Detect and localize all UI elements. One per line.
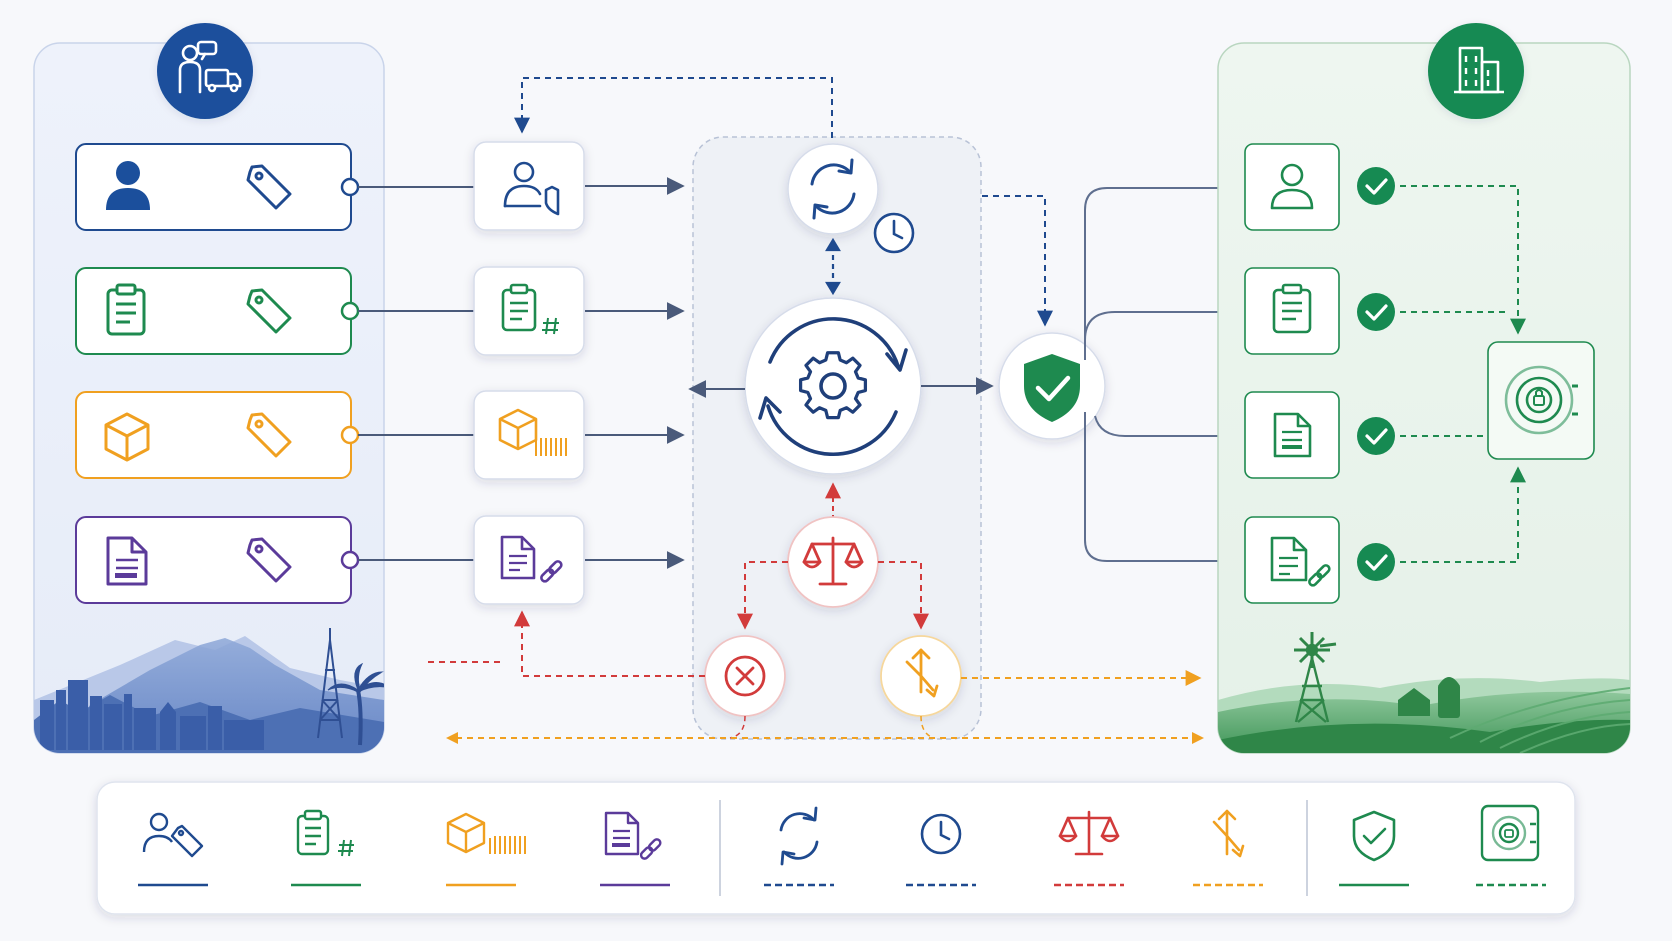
transform-node-clipboard-hash[interactable] [473, 266, 585, 356]
transform-node-document-link[interactable] [473, 515, 585, 605]
legend-item-vault [1476, 804, 1546, 887]
scales-icon [1058, 810, 1120, 856]
target-row-document-link[interactable] [1244, 516, 1340, 604]
hub-to-validation-dashed [982, 195, 1053, 327]
user-tag-icon [142, 812, 204, 858]
source-row-box[interactable] [75, 391, 360, 479]
document-icon [106, 536, 148, 586]
rules-reject-branch [737, 561, 788, 630]
feedback-loop-line [514, 77, 833, 138]
legend-item-box-barcode [446, 812, 526, 887]
source-connectors [358, 186, 474, 561]
clipboard-hash-icon [501, 283, 559, 335]
source-row-clipboard[interactable] [75, 267, 360, 355]
document-link-icon [604, 811, 662, 860]
sync-engine-link [825, 237, 841, 296]
reject-drop-line [729, 715, 746, 739]
clipboard-hash-icon [296, 809, 354, 857]
person-icon [106, 161, 150, 210]
source-row-person[interactable] [75, 143, 360, 231]
box-icon [104, 412, 150, 462]
reject-node[interactable] [704, 635, 786, 717]
target-row-person[interactable] [1244, 143, 1340, 231]
validation-fanout [1084, 179, 1242, 570]
clipboard-icon [106, 283, 146, 336]
person-icon [1270, 163, 1314, 210]
sync-icon [779, 806, 819, 866]
vault-icon [1480, 804, 1540, 862]
legend-item-document-link [600, 811, 670, 887]
source-row-document[interactable] [75, 516, 360, 604]
document-icon [1273, 412, 1312, 458]
sync-node[interactable] [787, 143, 879, 235]
connector-port[interactable] [340, 425, 360, 445]
connector-port[interactable] [340, 301, 360, 321]
split-node[interactable] [880, 635, 962, 717]
check-circle-icon [1357, 543, 1395, 581]
bidirectional-orange-line [446, 715, 1204, 744]
target-scene-illustration [1218, 632, 1630, 753]
legend-item-scales [1054, 810, 1124, 887]
scales-icon [802, 536, 864, 586]
user-shield-icon [503, 161, 560, 216]
processing-hub [514, 77, 994, 740]
target-row-clipboard[interactable] [1244, 267, 1340, 355]
transform-nodes [473, 141, 585, 605]
legend-item-clipboard-hash [291, 809, 361, 887]
x-circle-icon [724, 655, 766, 697]
split-arrow-icon [905, 648, 939, 698]
validation-node[interactable] [998, 332, 1106, 440]
target-row-document[interactable] [1244, 391, 1340, 479]
vault-routes [1400, 185, 1526, 563]
legend-item-sync [764, 806, 834, 887]
shield-check-icon [1024, 354, 1080, 422]
connector-port[interactable] [340, 550, 360, 570]
vault-node[interactable] [1487, 341, 1595, 460]
legend-item-shield-check [1339, 810, 1409, 887]
source-panel [33, 23, 385, 754]
person-with-truck-icon [178, 40, 242, 94]
tag-icon [246, 164, 292, 210]
split-arrow-icon [1212, 809, 1245, 858]
connector-port[interactable] [340, 177, 360, 197]
box-barcode-icon [498, 408, 567, 456]
gear-cycle-icon [758, 317, 908, 457]
rules-node[interactable] [787, 516, 879, 608]
tag-icon [246, 412, 292, 458]
document-link-icon [1270, 536, 1331, 587]
legend-item-clock [906, 813, 976, 887]
reject-return-line [514, 610, 705, 677]
document-link-icon [500, 535, 563, 583]
tag-icon [246, 288, 292, 334]
vault-icon [1504, 365, 1578, 435]
building-icon [1454, 46, 1504, 94]
transform-connectors [585, 177, 685, 569]
clock-icon [920, 813, 962, 855]
check-circle-icon [1357, 417, 1395, 455]
sync-icon [810, 158, 856, 220]
legend-item-user-tag [138, 812, 208, 887]
rules-accept-branch [878, 561, 929, 630]
transform-node-box-barcode[interactable] [473, 390, 585, 480]
target-panel [1217, 23, 1631, 754]
legend-bar [96, 781, 1576, 915]
clock-icon [873, 212, 915, 254]
check-circle-icon [1357, 293, 1395, 331]
transform-node-user-shield[interactable] [473, 141, 585, 231]
box-barcode-icon [446, 812, 526, 854]
clipboard-icon [1272, 283, 1312, 334]
source-scene-illustration [34, 628, 384, 753]
check-circle-icon [1357, 167, 1395, 205]
shield-check-icon [1352, 810, 1396, 862]
tag-icon [246, 537, 292, 583]
legend-item-split [1193, 809, 1263, 887]
engine-node[interactable] [744, 297, 922, 475]
